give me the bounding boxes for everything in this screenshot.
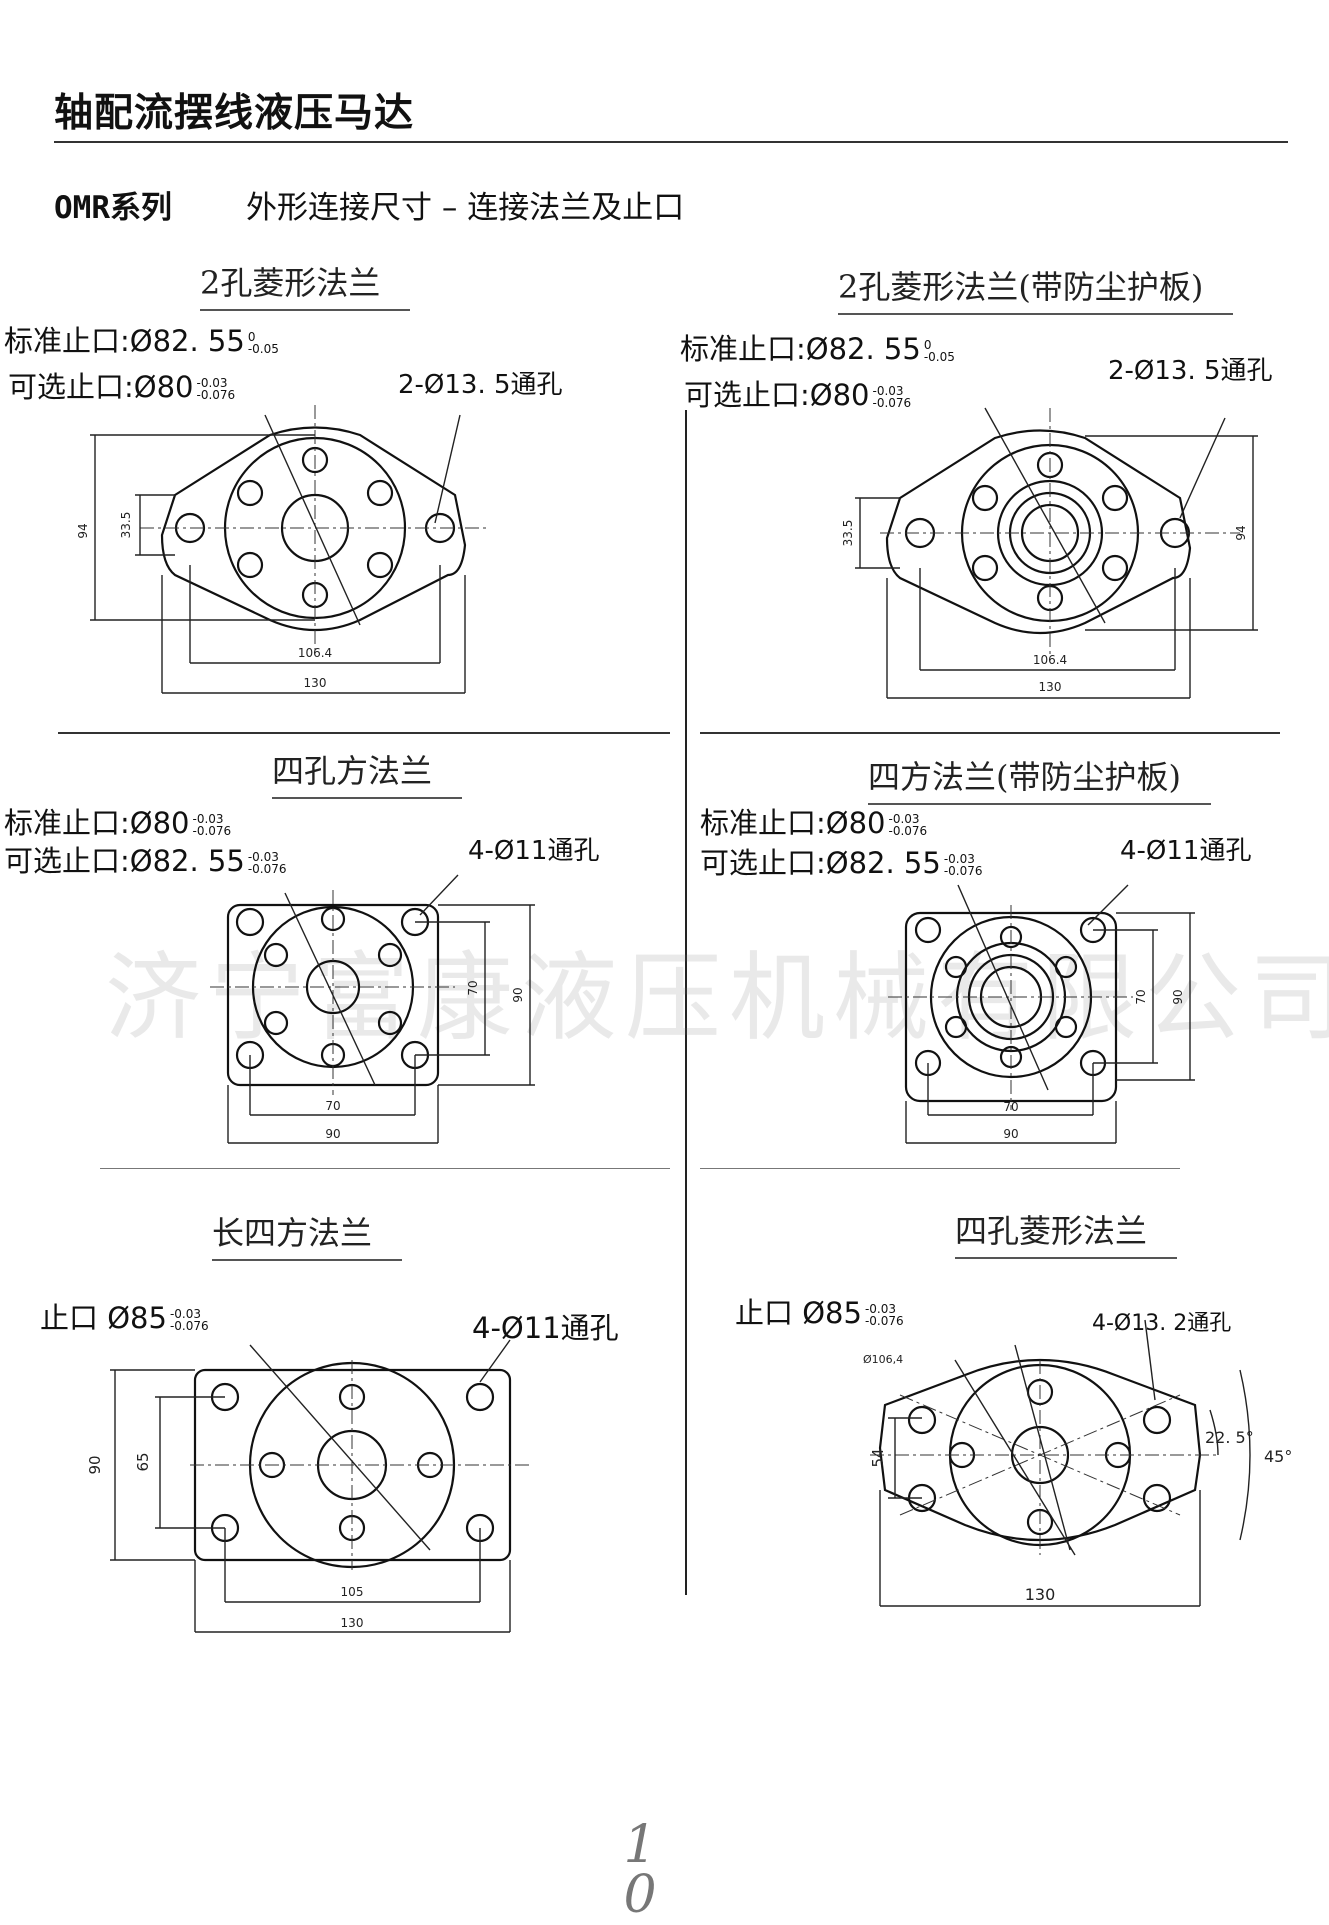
dim-pitch-diameter: Ø106,4: [863, 1353, 903, 1366]
dim-90-v: 90: [511, 987, 525, 1002]
dim-70-v: 70: [1134, 989, 1148, 1004]
dim-65: 65: [134, 1452, 152, 1471]
hole-callout: 4-Ø11通孔: [1120, 836, 1252, 866]
vertical-divider: [685, 410, 687, 1595]
dim-70-v: 70: [466, 980, 480, 995]
dim-54: 54: [869, 1448, 887, 1467]
dim-105: 105: [341, 1585, 364, 1599]
series-label: OMR系列: [54, 190, 172, 226]
spec-optional-spigot: 可选止口:Ø80-0.03-0.076: [684, 378, 912, 412]
dim-90: 90: [86, 1455, 104, 1474]
drawing-four-hole-diamond-flange: 54 130 Ø106,4 22. 5° 45°: [863, 1319, 1292, 1607]
spec-optional-spigot: 可选止口:Ø80-0.03-0.076: [8, 370, 236, 404]
dim-33-5: 33.5: [119, 512, 133, 539]
spec-spigot: 止口 Ø85-0.03-0.076: [735, 1296, 904, 1330]
drawing-four-square-flange-dustguard: 70 90 70 90: [888, 884, 1195, 1144]
dim-90-v: 90: [1171, 989, 1185, 1004]
dim-angle-22-5: 22. 5°: [1205, 1428, 1254, 1447]
dim-70-h: 70: [1003, 1100, 1018, 1114]
spec-optional-spigot: 可选止口:Ø82. 55-0.03-0.076: [4, 844, 287, 878]
dim-angle-45: 45°: [1264, 1447, 1292, 1466]
spec-standard-spigot: 标准止口:Ø80-0.03-0.076: [4, 806, 232, 840]
title-rule: [54, 141, 1288, 143]
row-divider-1-right: [700, 732, 1280, 734]
dim-130: 130: [1025, 1585, 1056, 1604]
hole-callout: 4-Ø13. 2通孔: [1092, 1311, 1232, 1336]
spec-optional-spigot: 可选止口:Ø82. 55-0.03-0.076: [700, 846, 983, 880]
dim-130: 130: [341, 1616, 364, 1630]
panel-title-four-hole-diamond: 四孔菱形法兰: [955, 1206, 1178, 1259]
dim-90-h: 90: [325, 1127, 340, 1141]
hole-callout: 2-Ø13. 5通孔: [398, 370, 563, 400]
drawing-two-hole-diamond-flange-dustguard: 33.5 94 106.4 130: [841, 407, 1258, 699]
dim-33-5: 33.5: [841, 520, 855, 547]
dim-94: 94: [76, 523, 90, 538]
dim-130: 130: [304, 676, 327, 690]
dim-106-4: 106.4: [1033, 653, 1067, 667]
dim-70-h: 70: [325, 1099, 340, 1113]
spec-standard-spigot: 标准止口:Ø80-0.03-0.076: [700, 806, 928, 840]
drawing-long-square-flange: 90 65 105 130: [86, 1339, 530, 1633]
panel-title-two-hole-diamond-dustguard: 2孔菱形法兰(带防尘护板): [838, 262, 1234, 315]
section-description: 外形连接尺寸 – 连接法兰及止口: [246, 190, 685, 226]
hole-callout: 4-Ø11通孔: [468, 836, 600, 866]
hole-callout: 2-Ø13. 5通孔: [1108, 356, 1273, 386]
page-title: 轴配流摆线液压马达: [54, 91, 415, 136]
spec-spigot: 止口 Ø85-0.03-0.076: [40, 1301, 209, 1335]
page-number: 1 0: [623, 1815, 657, 1925]
row-divider-2-right: [700, 1168, 1180, 1169]
row-divider-2-left: [100, 1168, 670, 1169]
drawing-four-hole-square-flange: 70 90 70 90: [210, 874, 535, 1144]
dim-130: 130: [1039, 680, 1062, 694]
panel-title-two-hole-diamond: 2孔菱形法兰: [200, 258, 411, 311]
hole-callout: 4-Ø11通孔: [472, 1311, 619, 1345]
dim-90-h: 90: [1003, 1127, 1018, 1141]
dim-94: 94: [1234, 525, 1248, 540]
row-divider-1-left: [58, 732, 670, 734]
dim-106-4: 106.4: [298, 646, 332, 660]
panel-title-four-hole-square: 四孔方法兰: [272, 746, 463, 799]
panel-title-four-square-dustguard: 四方法兰(带防尘护板): [868, 752, 1211, 805]
drawing-two-hole-diamond-flange: 94 33.5 106.4 130: [76, 405, 490, 694]
panel-title-long-square: 长四方法兰: [212, 1208, 403, 1261]
